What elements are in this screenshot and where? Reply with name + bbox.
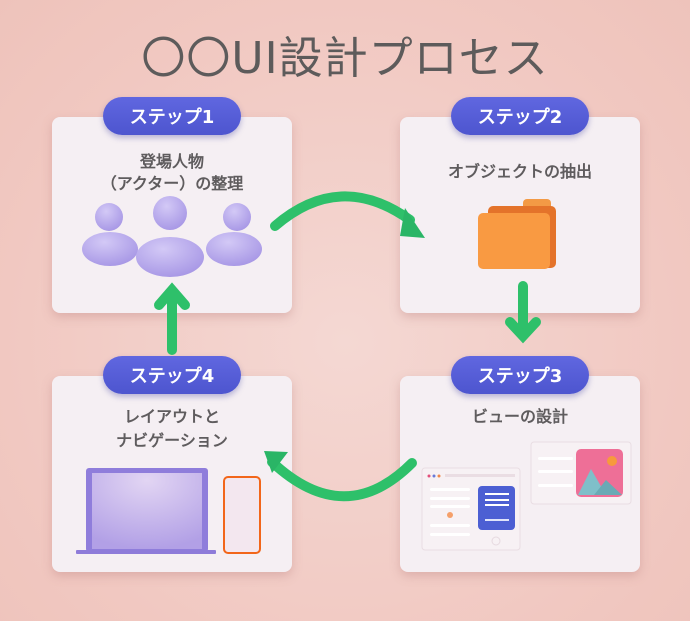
step-3-title: ビューの設計	[471, 407, 568, 426]
step-2-title: オブジェクトの抽出	[447, 162, 592, 181]
ui-windows-icon	[421, 441, 632, 551]
step-4-title-line1: レイアウトと	[123, 407, 220, 426]
step-4-card: ステップ4 レイアウトと ナビゲーション	[52, 356, 292, 572]
page-title: 〇〇UI設計プロセス	[141, 33, 549, 84]
step-2-badge: ステップ2	[451, 97, 589, 135]
step-1-title-line1: 登場人物	[139, 152, 204, 171]
step-1-card: ステップ1 登場人物 （アクター）の整理	[52, 97, 292, 313]
step-1-title-line2: （アクター）の整理	[100, 174, 244, 193]
laptop-phone-icon	[76, 468, 261, 554]
people-icon	[82, 196, 262, 277]
step-3-card: ステップ3 ビューの設計	[400, 356, 640, 572]
folder-icon	[478, 199, 556, 269]
curved-arrow-right-head	[400, 208, 425, 238]
step-2-card: ステップ2 オブジェクトの抽出	[400, 97, 640, 313]
step-4-badge: ステップ4	[103, 356, 241, 394]
up-arrow-head	[154, 282, 190, 310]
step-3-badge: ステップ3	[451, 356, 589, 394]
down-arrow-head	[505, 317, 541, 344]
curved-arrow-left-shaft	[267, 457, 417, 502]
step-4-title-line2: ナビゲーション	[116, 431, 228, 450]
step-1-badge: ステップ1	[103, 97, 241, 135]
curved-arrow-left-head	[264, 451, 288, 473]
curved-arrow-right-shaft	[270, 191, 415, 231]
